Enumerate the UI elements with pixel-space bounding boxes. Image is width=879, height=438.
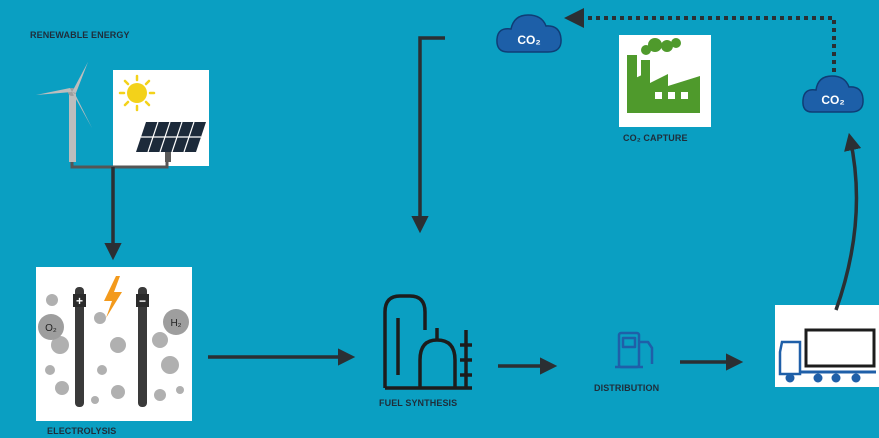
- fuel-synthesis-label: FUEL SYNTHESIS: [379, 398, 458, 408]
- h2-label: H₂: [170, 318, 181, 329]
- co2-cloud-icon-right: [802, 75, 864, 113]
- electrolysis-label: ELECTROLYSIS: [47, 426, 117, 436]
- lightning-icon: [104, 276, 122, 318]
- truck-icon: [778, 328, 876, 383]
- minus-sign: −: [139, 294, 146, 308]
- arrow-co2-to-synthesis: [411, 36, 445, 234]
- co2-capture-label: CO₂ CAPTURE: [623, 133, 688, 143]
- fuel-synthesis-icon: [383, 294, 472, 390]
- electrolysis-graphic: [38, 276, 189, 407]
- co2-cloud-text-top: CO₂: [517, 33, 540, 47]
- wind-turbine-icon: [36, 62, 92, 162]
- co2-cloud-icon-top: [496, 14, 562, 53]
- plus-sign: +: [76, 294, 83, 308]
- o2-label: O₂: [45, 323, 57, 334]
- distribution-label: DISTRIBUTION: [594, 383, 660, 393]
- fuel-pump-icon: [615, 331, 654, 369]
- sun-icon: [118, 74, 156, 112]
- factory-icon: [627, 38, 700, 113]
- solar-panel-icon: [136, 121, 206, 162]
- power-line: [70, 162, 169, 169]
- arrow-truck-to-co2: [834, 132, 862, 311]
- co2-cloud-text-right: CO₂: [821, 93, 844, 107]
- dotted-arrow-co2-return: [564, 8, 836, 72]
- renewable-energy-label: RENEWABLE ENERGY: [30, 30, 130, 40]
